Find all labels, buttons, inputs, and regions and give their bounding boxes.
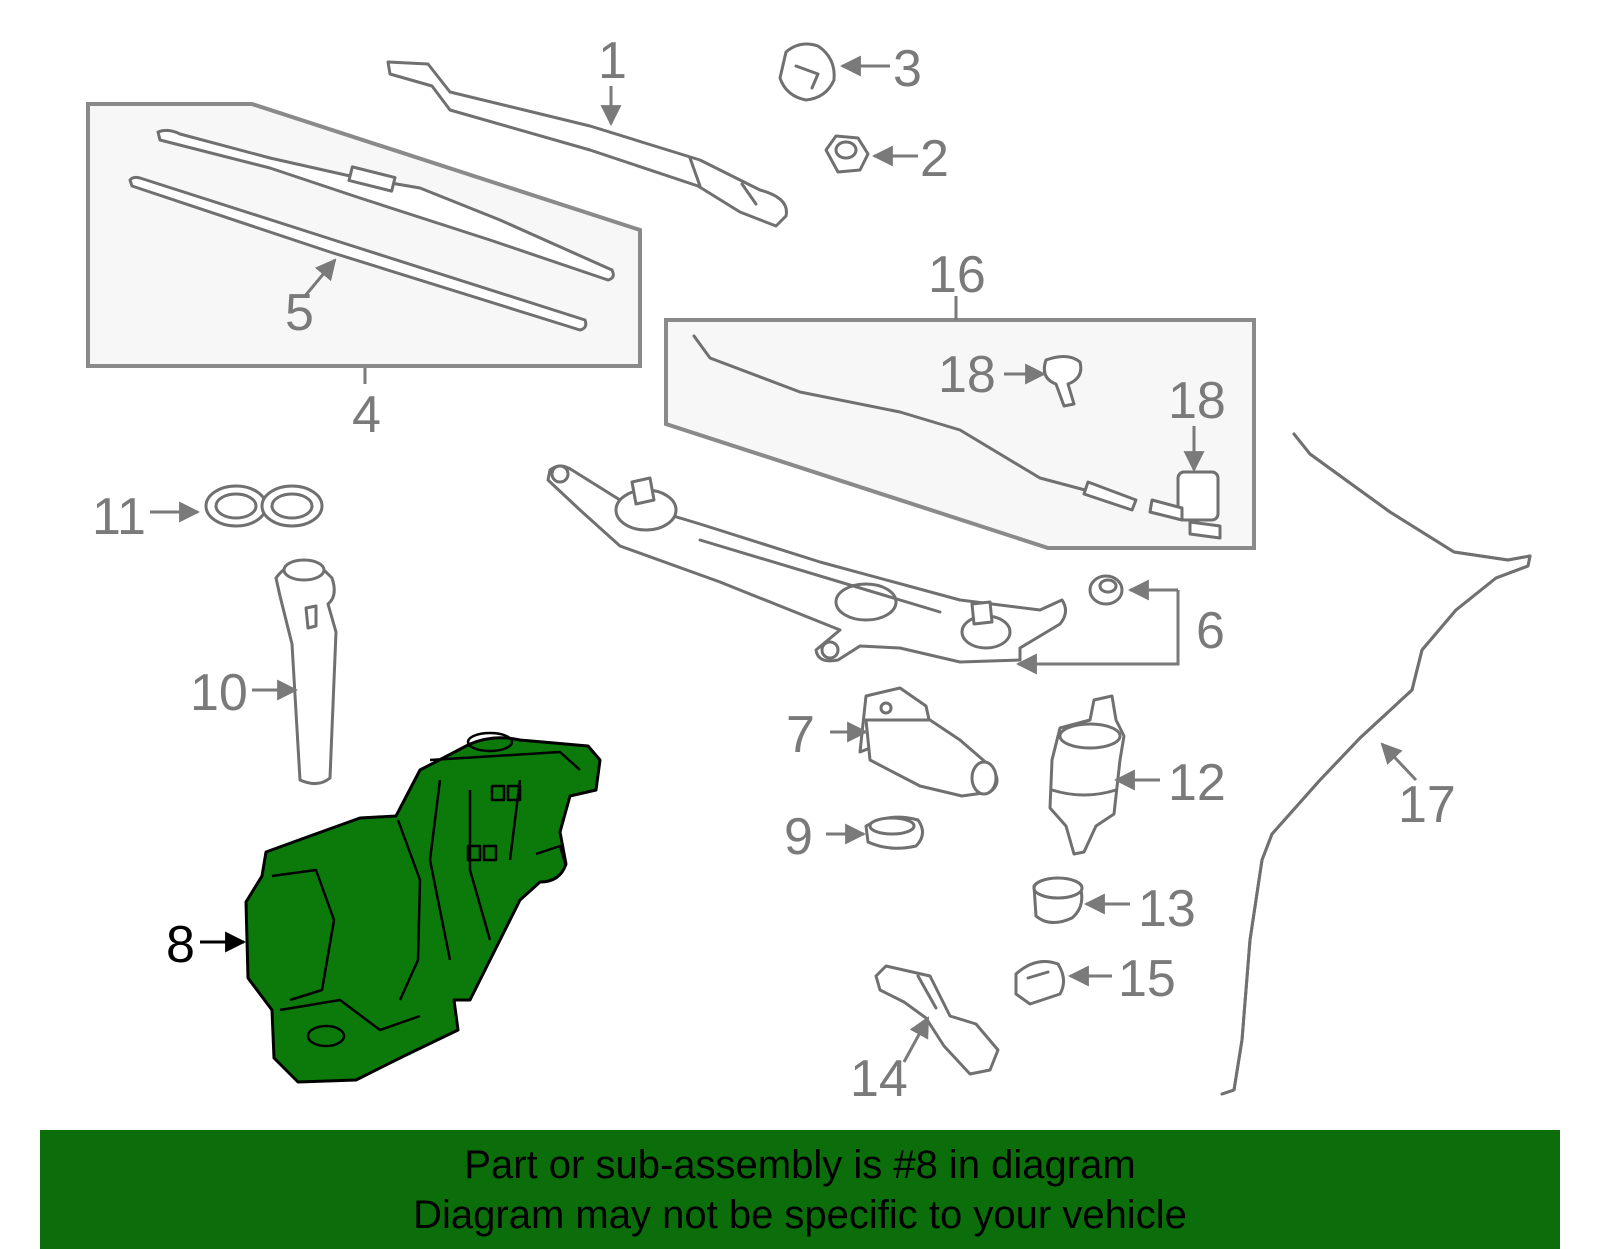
leader-6b bbox=[1015, 590, 1180, 675]
leader-5 bbox=[303, 258, 337, 297]
callout-4: 4 bbox=[352, 386, 381, 444]
callout-10: 10 bbox=[190, 664, 248, 722]
callout-18b: 18 bbox=[1168, 372, 1226, 430]
callout-9: 9 bbox=[784, 808, 813, 866]
pump-grommet-part[interactable] bbox=[864, 815, 924, 850]
callout-7: 7 bbox=[786, 706, 815, 764]
washer-reservoir-part[interactable] bbox=[244, 731, 602, 1084]
filler-neck-part[interactable] bbox=[274, 558, 338, 785]
banner-line-1: Part or sub-assembly is #8 in diagram bbox=[464, 1142, 1136, 1187]
long-washer-hose-part[interactable] bbox=[1220, 432, 1532, 1096]
wiper-arm-part[interactable] bbox=[386, 60, 788, 228]
callout-11: 11 bbox=[92, 488, 146, 546]
plug-part[interactable] bbox=[1032, 876, 1084, 924]
callout-16: 16 bbox=[928, 246, 986, 304]
leader-14 bbox=[902, 1016, 930, 1063]
callout-18a: 18 bbox=[938, 346, 996, 404]
callout-2: 2 bbox=[920, 130, 949, 188]
wiper-blade-part[interactable] bbox=[128, 128, 615, 332]
wiper-motor-part[interactable] bbox=[858, 686, 999, 798]
seal-part[interactable] bbox=[204, 484, 324, 528]
callout-3: 3 bbox=[893, 40, 922, 98]
callout-17: 17 bbox=[1398, 776, 1456, 834]
washer-nozzle-part-upper[interactable] bbox=[1042, 355, 1083, 408]
callout-6: 6 bbox=[1196, 602, 1225, 660]
callout-15: 15 bbox=[1118, 950, 1176, 1008]
banner-line-2: Diagram may not be specific to your vehi… bbox=[413, 1192, 1187, 1237]
leader-17 bbox=[1380, 742, 1418, 782]
callout-1: 1 bbox=[598, 32, 627, 90]
arm-cap-part[interactable] bbox=[778, 42, 836, 102]
callout-5: 5 bbox=[285, 284, 314, 342]
callout-14: 14 bbox=[850, 1050, 908, 1108]
wiper-linkage-part[interactable] bbox=[546, 464, 1067, 664]
washer-nozzle-part-lower[interactable] bbox=[1148, 470, 1222, 540]
washer-pump-part[interactable] bbox=[1048, 694, 1126, 856]
nut-part[interactable] bbox=[824, 134, 870, 174]
callout-8: 8 bbox=[166, 916, 195, 974]
grommet-part[interactable] bbox=[1088, 574, 1124, 606]
callout-13: 13 bbox=[1138, 880, 1196, 938]
info-banner: Part or sub-assembly is #8 in diagram Di… bbox=[40, 1130, 1560, 1249]
level-sensor-part[interactable] bbox=[874, 964, 1000, 1076]
washer-hose-part[interactable] bbox=[692, 334, 1138, 512]
clip-part[interactable] bbox=[1014, 960, 1065, 1006]
callout-12: 12 bbox=[1168, 754, 1226, 812]
